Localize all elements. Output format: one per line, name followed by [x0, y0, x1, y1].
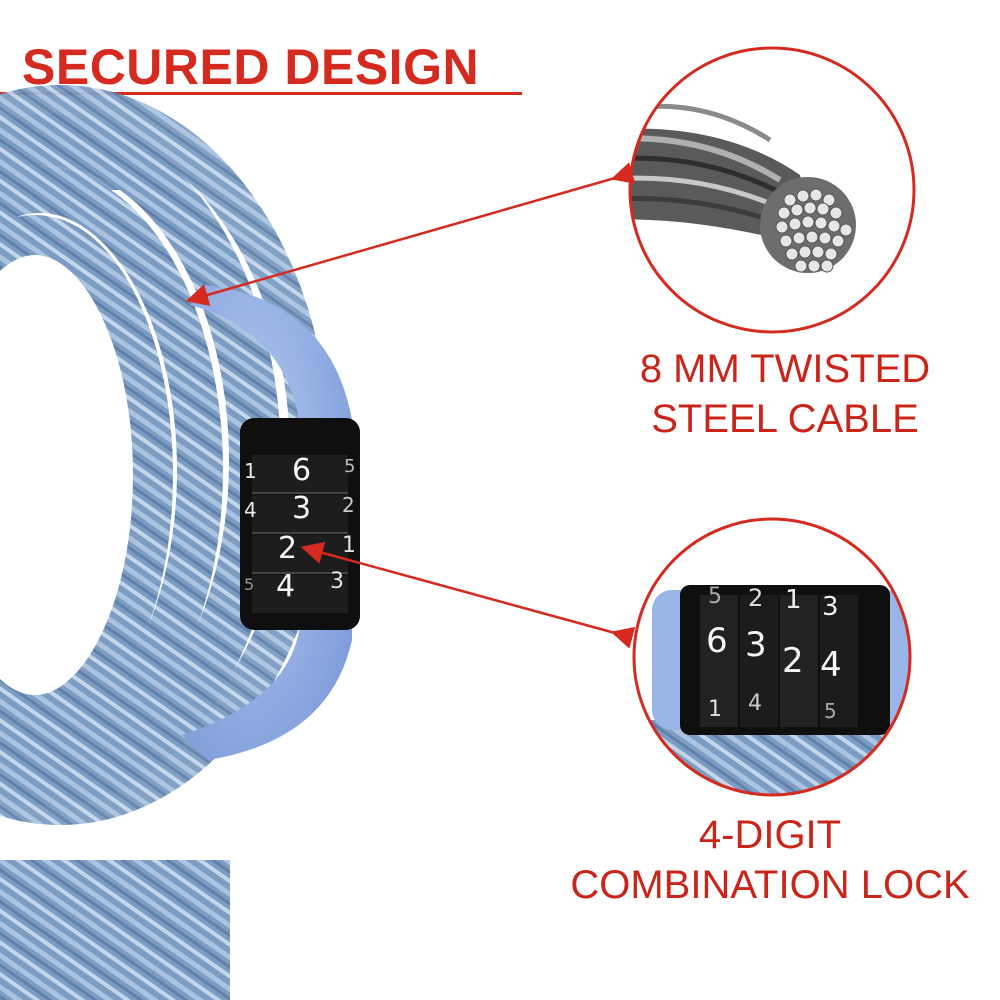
lock-digit: 2 [342, 493, 355, 517]
lock-digit: 2 [278, 531, 297, 566]
lock-digit: 1 [244, 459, 257, 483]
lock-closeup: 5 2 1 3 6 3 2 4 1 4 5 [632, 517, 912, 797]
lock-digit: 4 [820, 645, 842, 685]
lock-digit: 4 [276, 569, 295, 604]
lock-digit: 4 [244, 498, 257, 522]
lock-callout-line: COMBINATION LOCK [570, 863, 970, 907]
lock-digit: 3 [292, 491, 311, 526]
lock-pointer-arrow [300, 541, 636, 649]
lock-digit: 5 [244, 575, 254, 594]
cable-pointer-arrow [185, 162, 636, 306]
lock-digit: 6 [706, 621, 728, 661]
lock-digit: 5 [824, 699, 837, 723]
lock-callout-line: 4-DIGIT [698, 813, 842, 857]
lock-digit: 2 [748, 584, 763, 612]
lock-callout-label: 4-DIGIT COMBINATION LOCK [545, 810, 995, 910]
lock-digit: 3 [822, 592, 839, 622]
lock-digit: 1 [342, 533, 356, 558]
cable-callout-line: 8 MM TWISTED [639, 347, 931, 391]
lock-digit: 3 [330, 569, 344, 594]
lock-digit: 1 [785, 585, 802, 615]
lock-digit: 1 [708, 697, 722, 722]
page-title: SECURED DESIGN [22, 39, 480, 95]
lock-digit: 5 [708, 584, 722, 609]
lock-digit: 3 [745, 625, 767, 665]
cable-closeup [628, 46, 916, 334]
cable-callout-line: STEEL CABLE [651, 397, 919, 441]
title-underline [0, 92, 522, 95]
lock-digit: 4 [748, 691, 762, 716]
lock-digit: 6 [292, 453, 311, 488]
lock-digit: 2 [782, 641, 804, 681]
combination-lock: 1 6 5 4 3 2 2 1 4 3 5 [240, 418, 360, 630]
lock-digit: 5 [344, 456, 355, 477]
cable-callout-label: 8 MM TWISTED STEEL CABLE [610, 344, 960, 444]
